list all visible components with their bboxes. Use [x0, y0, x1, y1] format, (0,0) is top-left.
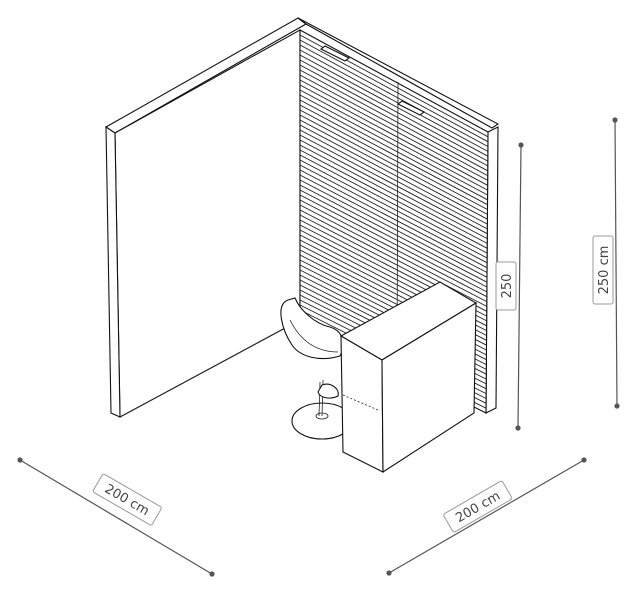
height-outer-label: 250 cm: [597, 246, 612, 295]
height-dimension-outer: 250 cm: [592, 117, 620, 409]
wall-slat: [299, 109, 488, 210]
wall-slat: [299, 64, 489, 167]
wall-slat: [299, 114, 488, 215]
wall-slat: [299, 159, 488, 259]
wall-slat: [299, 154, 488, 254]
left-wall: [104, 17, 308, 418]
wall-slat: [299, 79, 488, 181]
wall-slat: [299, 174, 488, 273]
wall-slat: [299, 134, 488, 235]
wall-slat: [299, 124, 488, 225]
wall-slat: [299, 119, 488, 220]
height-inner-label: 250: [500, 274, 515, 299]
wall-slat: [299, 94, 488, 196]
wall-slat: [299, 104, 488, 206]
height-dimension-inner: 250: [495, 142, 524, 431]
swivel-chair: [280, 297, 353, 440]
wall-slat: [299, 209, 488, 307]
wall-slat: [299, 164, 488, 264]
wall-slat: [299, 39, 489, 143]
width-dimension-right: 200 cm: [386, 457, 587, 576]
wall-slat: [299, 169, 488, 269]
wall-slat: [299, 129, 488, 230]
wall-slat: [299, 44, 489, 147]
wall-slat: [299, 184, 488, 283]
wall-slat: [299, 99, 488, 201]
wall-slat: [299, 84, 488, 186]
wall-slat: [299, 149, 488, 249]
desk-cabinet: [339, 281, 478, 474]
wall-slat: [299, 69, 488, 172]
wall-slat: [299, 74, 488, 176]
wall-slat: [299, 179, 488, 278]
wall-slat: [299, 199, 488, 298]
width-dimension-left: 200 cm: [17, 457, 215, 577]
wall-slat: [299, 144, 488, 244]
wall-slat: [299, 54, 489, 157]
wall-slat: [299, 204, 488, 302]
wall-slat: [299, 89, 488, 191]
wall-slat: [299, 49, 489, 152]
ceiling-light-right: [396, 100, 426, 116]
wall-slat: [299, 59, 489, 162]
wall-slat: [299, 139, 488, 239]
wall-slat: [299, 189, 488, 288]
ceiling-light-left: [319, 45, 351, 62]
wall-slat: [299, 194, 488, 293]
